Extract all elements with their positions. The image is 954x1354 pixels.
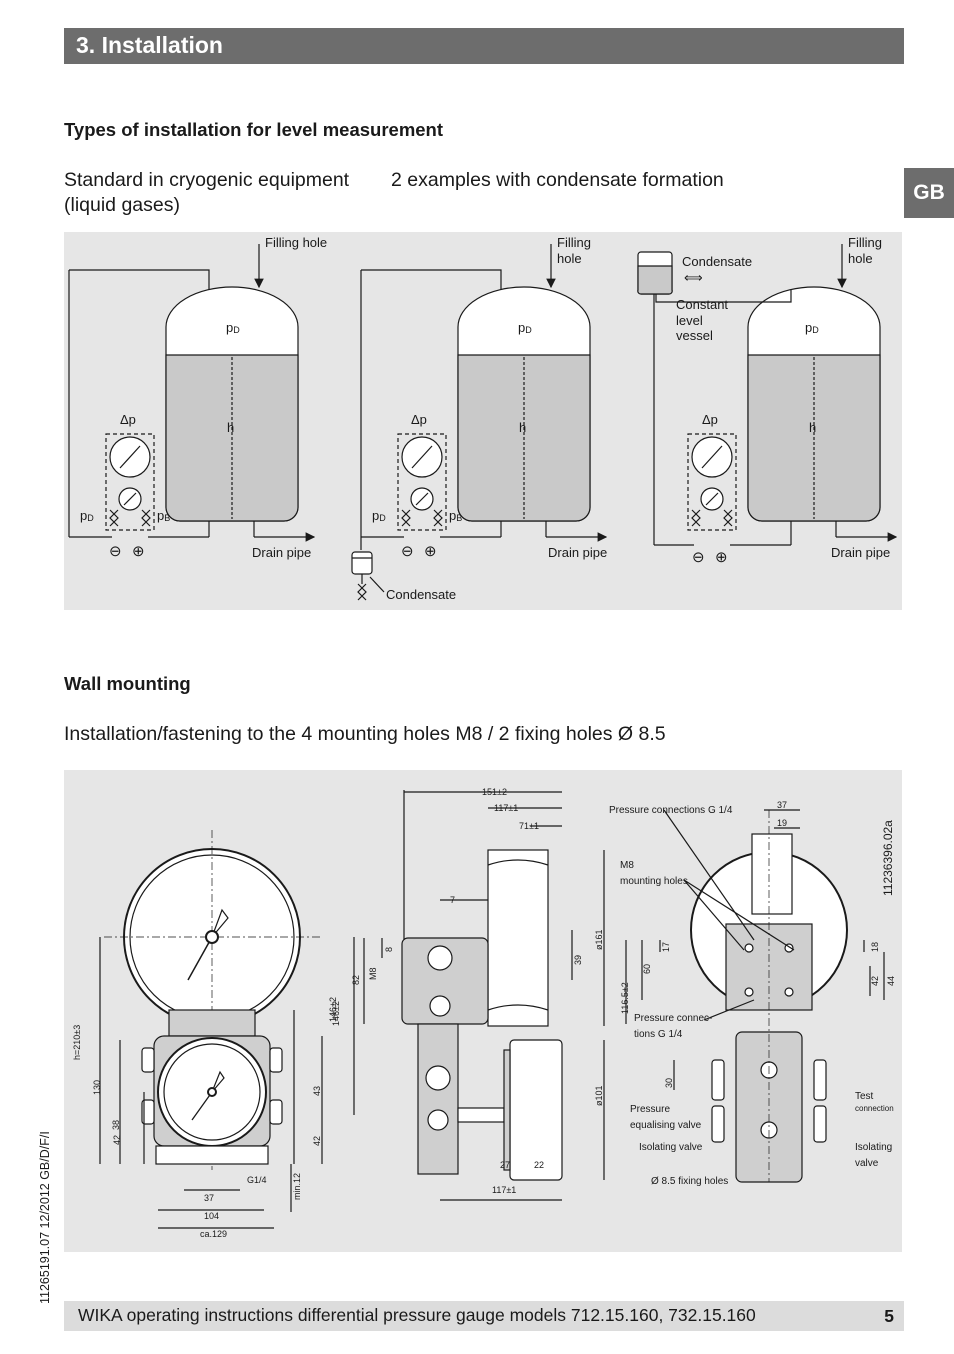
svg-text:Drain pipe: Drain pipe [548,545,607,560]
svg-text:pD: pD [518,320,532,335]
svg-text:43: 43 [312,1086,322,1096]
svg-text:min.12: min.12 [292,1173,302,1200]
page-number: 5 [884,1306,894,1326]
svg-text:⟺: ⟺ [684,270,703,285]
svg-text:37: 37 [204,1193,214,1203]
svg-text:Filling: Filling [557,235,591,250]
svg-text:Test: Test [855,1091,874,1102]
svg-text:pD: pD [80,508,94,523]
svg-text:42: 42 [112,1135,122,1145]
svg-text:151±2: 151±2 [482,787,507,797]
svg-text:M8: M8 [620,860,634,871]
svg-text:146±2: 146±2 [331,1001,341,1026]
drawing-number: 11236396.02a [881,820,895,896]
footer-text: WIKA operating instructions differential… [78,1305,756,1325]
svg-text:⊕: ⊕ [424,543,437,560]
filling-hole-label: Filling hole [265,235,327,250]
wall-mounting-drawing: h=210±3 130 38 42 146±2 43 42 min.12 G1/… [64,770,902,1252]
svg-text:M8: M8 [368,967,378,980]
svg-text:Δp: Δp [411,412,427,427]
svg-text:ø101: ø101 [594,1085,604,1106]
svg-text:42: 42 [870,976,880,986]
standard-installation-text: Standard in cryogenic equipment (liquid … [64,168,349,218]
language-tab: GB [904,168,954,218]
svg-text:pD: pD [226,320,240,335]
svg-text:tions G 1/4: tions G 1/4 [634,1029,683,1040]
svg-text:Δp: Δp [120,412,136,427]
svg-text:hole: hole [557,251,582,266]
svg-text:h: h [519,420,526,435]
svg-text:Pressure connec-: Pressure connec- [634,1013,712,1024]
svg-text:30: 30 [664,1078,674,1088]
svg-text:44: 44 [886,976,896,986]
wall-mounting-heading: Wall mounting [64,673,191,694]
svg-text:⊖: ⊖ [401,543,414,560]
level-measurement-heading: Types of installation for level measurem… [64,119,444,140]
svg-text:Filling: Filling [848,235,882,250]
svg-text:146±2: 146±2 [328,997,338,1022]
document-code: 11265191.07 12/2012 GB/D/F/I [38,1131,52,1304]
svg-text:h=210±3: h=210±3 [72,1025,82,1060]
drain-pipe-label: Drain pipe [252,545,311,560]
svg-text:hole: hole [848,251,873,266]
svg-text:⊕: ⊕ [132,543,145,560]
section-header-bar: 3. Installation [64,28,904,64]
svg-text:82: 82 [351,975,361,985]
svg-text:19: 19 [777,818,787,828]
svg-text:71±1: 71±1 [519,821,539,831]
level-installation-diagram: Filling hole pD h Δp pD pB ⊖ ⊕ Drain pip… [64,232,902,610]
svg-text:39: 39 [573,955,583,965]
svg-text:h: h [227,420,234,435]
svg-text:117±1: 117±1 [494,803,518,813]
svg-text:Δp: Δp [702,412,718,427]
svg-text:valve: valve [855,1158,879,1169]
svg-text:pB: pB [157,508,170,523]
svg-text:Drain pipe: Drain pipe [831,545,890,560]
condensate-label: Condensate [386,587,456,602]
svg-text:pB: pB [449,508,462,523]
wall-mounting-text: Installation/fastening to the 4 mounting… [64,723,666,745]
svg-text:27: 27 [500,1160,510,1170]
svg-text:⊖: ⊖ [109,543,122,560]
svg-text:pD: pD [372,508,386,523]
svg-text:7: 7 [450,895,455,905]
svg-text:G1/4: G1/4 [247,1175,267,1185]
section-title: 3. Installation [76,32,223,58]
standard-line-1: Standard in cryogenic equipment [64,169,350,191]
svg-text:ø161: ø161 [594,929,604,950]
svg-text:h: h [809,420,816,435]
svg-text:⊕: ⊕ [715,549,728,566]
svg-text:116.5±2: 116.5±2 [620,982,630,1014]
svg-text:mounting holes: mounting holes [620,876,688,887]
svg-text:42: 42 [312,1136,322,1146]
svg-text:Pressure connections G 1/4: Pressure connections G 1/4 [609,805,733,816]
svg-text:Condensate: Condensate [682,254,752,269]
svg-text:130: 130 [92,1080,102,1095]
svg-text:connection: connection [855,1104,894,1113]
svg-text:Constant: Constant [676,297,728,312]
svg-text:17: 17 [661,942,671,952]
svg-text:117±1: 117±1 [492,1185,516,1195]
svg-text:pD: pD [805,320,819,335]
footer-bar: WIKA operating instructions differential… [64,1301,904,1331]
svg-text:8: 8 [384,947,394,952]
svg-text:22: 22 [534,1160,544,1170]
svg-text:level: level [676,313,703,328]
svg-text:Isolating: Isolating [855,1142,892,1153]
svg-text:Pressure: Pressure [630,1104,670,1115]
svg-text:vessel: vessel [676,328,713,343]
svg-text:18: 18 [870,942,880,952]
svg-text:60: 60 [642,964,652,974]
svg-text:equalising valve: equalising valve [630,1120,702,1131]
svg-text:⊖: ⊖ [692,549,705,566]
standard-line-2: (liquid gases) [64,194,180,216]
svg-text:Ø 8.5 fixing holes: Ø 8.5 fixing holes [651,1176,728,1187]
svg-text:104: 104 [204,1211,219,1221]
svg-text:ca.129: ca.129 [200,1229,227,1239]
condensate-examples-text: 2 examples with condensate formation [391,169,724,191]
svg-text:38: 38 [111,1120,121,1130]
svg-text:37: 37 [777,800,787,810]
svg-text:Isolating valve: Isolating valve [639,1142,703,1153]
